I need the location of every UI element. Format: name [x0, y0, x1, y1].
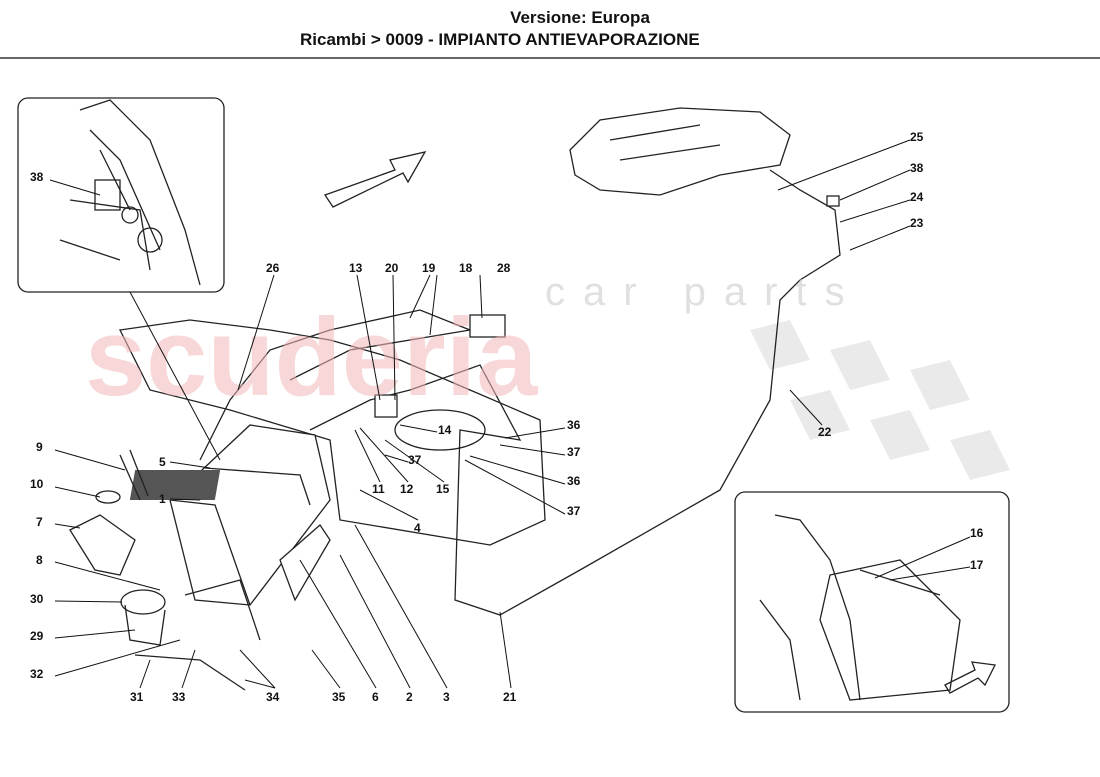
callout-28: 28 [497, 261, 511, 275]
callout-14: 14 [438, 423, 452, 437]
inset-tank-detail [734, 491, 1010, 713]
callout-13: 13 [349, 261, 363, 275]
version-label: Versione: Europa [510, 8, 650, 27]
callout-17: 17 [970, 558, 984, 572]
direction-arrow-icon [944, 661, 996, 694]
callout-4: 4 [414, 521, 421, 535]
callout-29: 29 [30, 629, 44, 643]
callout-8: 8 [36, 553, 43, 567]
callout-15: 15 [436, 482, 450, 496]
breadcrumb[interactable]: Ricambi > 0009 - IMPIANTO ANTIEVAPORAZIO… [300, 30, 700, 49]
callout-35: 35 [332, 690, 346, 704]
direction-arrow-icon [323, 151, 427, 208]
watermark-checker [750, 320, 1010, 480]
callout-18: 18 [459, 261, 473, 275]
hose-18 [289, 329, 471, 381]
filter-29 [124, 604, 166, 646]
vent-line-22 [309, 169, 841, 616]
callout-26: 26 [266, 261, 280, 275]
callout-16: 16 [970, 526, 984, 540]
callout-12: 12 [400, 482, 414, 496]
callout-30: 30 [30, 592, 44, 606]
watermark: scuderia car parts [85, 270, 863, 419]
callout-labels: 26 13 20 19 18 28 25 38 24 23 22 38 9 10… [30, 130, 984, 704]
callout-20: 20 [385, 261, 399, 275]
callout-33: 33 [172, 690, 186, 704]
callout-7: 7 [36, 515, 43, 529]
filter-7 [69, 514, 136, 576]
callout-37: 37 [567, 445, 581, 459]
callout-25: 25 [910, 130, 924, 144]
callout-3: 3 [443, 690, 450, 704]
bracket-31 [134, 579, 261, 691]
callout-38-inset: 38 [30, 170, 44, 184]
watermark-brand: scuderia [85, 296, 538, 419]
valve-13 [374, 394, 398, 418]
callout-10: 10 [30, 477, 44, 491]
callout-11: 11 [372, 482, 385, 496]
fuel-tank [119, 319, 546, 546]
callout-1: 1 [159, 492, 166, 506]
header-divider [0, 57, 1100, 59]
leader-lines [49, 139, 971, 689]
inset-rear-detail [17, 97, 225, 293]
cap-30 [120, 589, 166, 615]
watermark-sub: car parts [545, 270, 863, 314]
clamp-10 [95, 490, 121, 504]
callout-9: 9 [36, 440, 43, 454]
intake-manifold [569, 107, 791, 196]
callout-36: 36 [567, 474, 581, 488]
valve-28 [469, 314, 506, 338]
callout-37: 37 [567, 504, 581, 518]
callout-23: 23 [910, 216, 924, 230]
callout-37: 37 [408, 453, 422, 467]
callout-22: 22 [818, 425, 832, 439]
callout-24: 24 [910, 190, 924, 204]
callout-32: 32 [30, 667, 44, 681]
callout-6: 6 [372, 690, 379, 704]
callout-31: 31 [130, 690, 144, 704]
connector-38 [826, 195, 840, 207]
callout-5: 5 [159, 455, 166, 469]
callout-2: 2 [406, 690, 413, 704]
callout-38: 38 [910, 161, 924, 175]
charcoal-canister [129, 424, 331, 606]
callout-19: 19 [422, 261, 436, 275]
callout-36: 36 [567, 418, 581, 432]
callout-34: 34 [266, 690, 280, 704]
callout-21: 21 [503, 690, 517, 704]
pipe-9 [119, 449, 149, 501]
